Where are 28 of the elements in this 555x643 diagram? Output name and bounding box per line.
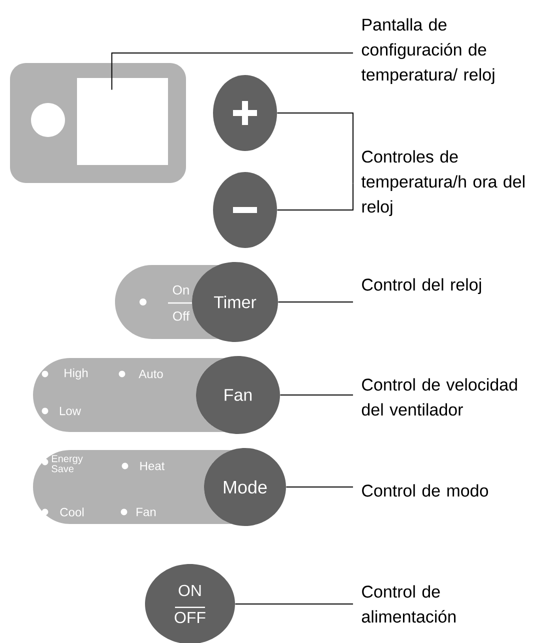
option-text: Off — [173, 311, 190, 321]
option-text: High — [64, 368, 88, 380]
control-button: Timer — [192, 262, 278, 342]
control-button: Mode — [204, 448, 286, 526]
callout-text: Control de velocidad del ventilador — [362, 378, 517, 416]
option-text: Energy Save — [52, 455, 83, 472]
leader-line — [280, 394, 354, 396]
leader-line — [276, 182, 354, 210]
option-text: Auto — [138, 370, 163, 378]
leader-line — [111, 52, 354, 90]
callout-text: Control del reloj — [362, 278, 481, 294]
adjust-button — [213, 172, 277, 248]
option-text: Heat — [140, 462, 165, 470]
power-button: ON OFF — [145, 564, 235, 643]
selector-pill — [33, 358, 225, 432]
option-text: Low — [60, 406, 82, 416]
callout-text: Controles de temperatura/h ora del reloj — [361, 150, 524, 216]
display-screen — [77, 78, 168, 165]
leader-line — [276, 112, 354, 184]
option-text: Cool — [60, 508, 84, 516]
option-text: On — [172, 285, 189, 295]
option-text: Fan — [136, 508, 156, 516]
callout-text: Pantalla de configuración de temperatura/ reloj — [361, 18, 494, 84]
leader-line — [286, 486, 354, 488]
callout-text: Control de modo — [362, 484, 488, 497]
callout-text: Control de alimentación — [362, 585, 456, 623]
control-button: Fan — [196, 356, 280, 434]
adjust-button — [213, 75, 277, 151]
